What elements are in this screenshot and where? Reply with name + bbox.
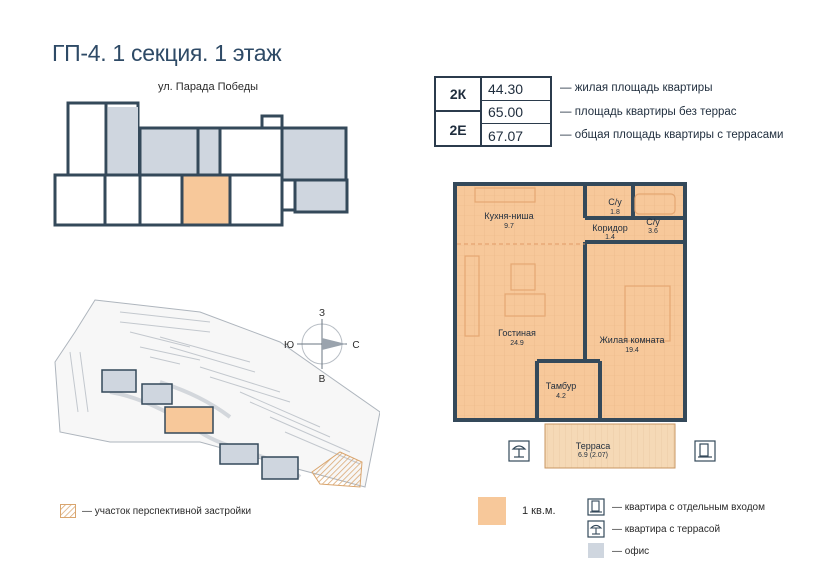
terrace[interactable]	[544, 423, 676, 469]
room-living-area: 24.9	[510, 340, 524, 347]
unit-type-label: 2Е	[436, 112, 482, 147]
unit-type-label: 2К	[436, 78, 482, 112]
site-building	[141, 383, 173, 405]
room-bath2-name: С/у	[646, 217, 660, 227]
key-unit[interactable]	[218, 126, 287, 177]
site-building	[261, 456, 299, 480]
room-bath1-name: С/у	[608, 197, 622, 207]
area-without-terrace-value: 65.00	[482, 101, 550, 124]
floor-key-plan	[53, 101, 349, 227]
compass-arrow-icon	[322, 338, 346, 350]
room-bedroom-name: Жилая комната	[599, 335, 664, 345]
office-swatch	[588, 543, 604, 558]
total-area-description: — общая площадь квартиры с террасами	[560, 129, 784, 141]
prospective-area	[311, 451, 363, 488]
compass-east: С	[352, 340, 359, 351]
key-unit[interactable]	[138, 173, 184, 227]
legend-separate-entrance: — квартира с отдельным входом	[612, 502, 765, 513]
unit-swatch	[478, 497, 506, 525]
living-area-value: 44.30	[482, 78, 550, 101]
walls	[453, 182, 687, 422]
page-title: ГП-4. 1 секция. 1 этаж	[52, 40, 282, 66]
key-office[interactable]	[293, 178, 349, 214]
separate-entrance-icon	[587, 498, 605, 516]
key-unit[interactable]	[103, 173, 142, 227]
key-unit[interactable]	[53, 173, 107, 227]
separate-entrance-icon	[694, 440, 716, 462]
site-building-selected	[164, 406, 214, 434]
key-office	[108, 107, 138, 175]
room-terrace-area: 6.9 (2.07)	[578, 452, 608, 459]
compass-north: З	[319, 308, 325, 319]
legend-terrace: — квартира с террасой	[612, 524, 721, 535]
compass-west: Ю	[284, 340, 294, 351]
legend-prospective: — участок перспективной застройки	[82, 506, 252, 517]
parking-rows	[69, 311, 361, 465]
room-corridor-name: Коридор	[592, 223, 628, 233]
area-without-terrace-description: — площадь квартиры без террас	[560, 106, 737, 118]
living-area-description: — жилая площадь квартиры	[560, 82, 713, 94]
compass-south: В	[319, 374, 326, 385]
room-bedroom-area: 19.4	[625, 347, 639, 354]
room-terrace-name: Терраса	[576, 441, 611, 451]
key-unit[interactable]	[66, 101, 108, 177]
compass: З В Ю С	[284, 308, 360, 385]
room-bath1-area: 1.8	[610, 209, 620, 216]
furniture	[464, 187, 676, 342]
room-living-name: Гостиная	[498, 328, 536, 338]
key-office[interactable]	[196, 126, 222, 177]
hatch-swatch-icon	[60, 504, 76, 518]
room-bath2-area: 3.6	[648, 228, 658, 235]
street-label: ул. Парада Победы	[158, 81, 259, 93]
apartment-floor	[455, 184, 685, 420]
room-kitchen-name: Кухня-ниша	[484, 211, 533, 221]
site-plan	[54, 299, 380, 488]
legend-office: — офис	[612, 546, 650, 557]
key-office[interactable]	[138, 126, 200, 177]
total-area-value: 67.07	[488, 127, 524, 144]
room-kitchen-area: 9.7	[504, 223, 514, 230]
terrace-icon	[587, 520, 605, 538]
room-vestibule-area: 4.2	[556, 393, 566, 400]
terrace-icon	[508, 440, 530, 462]
room-vestibule-name: Тамбур	[546, 381, 577, 391]
room-corridor-area: 1.4	[605, 234, 615, 241]
legend-unit-count: 1 кв.м.	[522, 505, 556, 517]
site-building	[219, 443, 259, 465]
site-building	[101, 369, 137, 393]
key-office[interactable]	[280, 126, 348, 182]
specs-table: 2К 2Е 44.30 65.00 67.07	[434, 76, 552, 147]
key-unit[interactable]	[228, 173, 284, 227]
key-unit-selected[interactable]	[180, 173, 232, 227]
apartment-plan: Кухня-ниша 9.7 С/у 1.8 С/у 3.6 Коридор 1…	[453, 182, 687, 469]
